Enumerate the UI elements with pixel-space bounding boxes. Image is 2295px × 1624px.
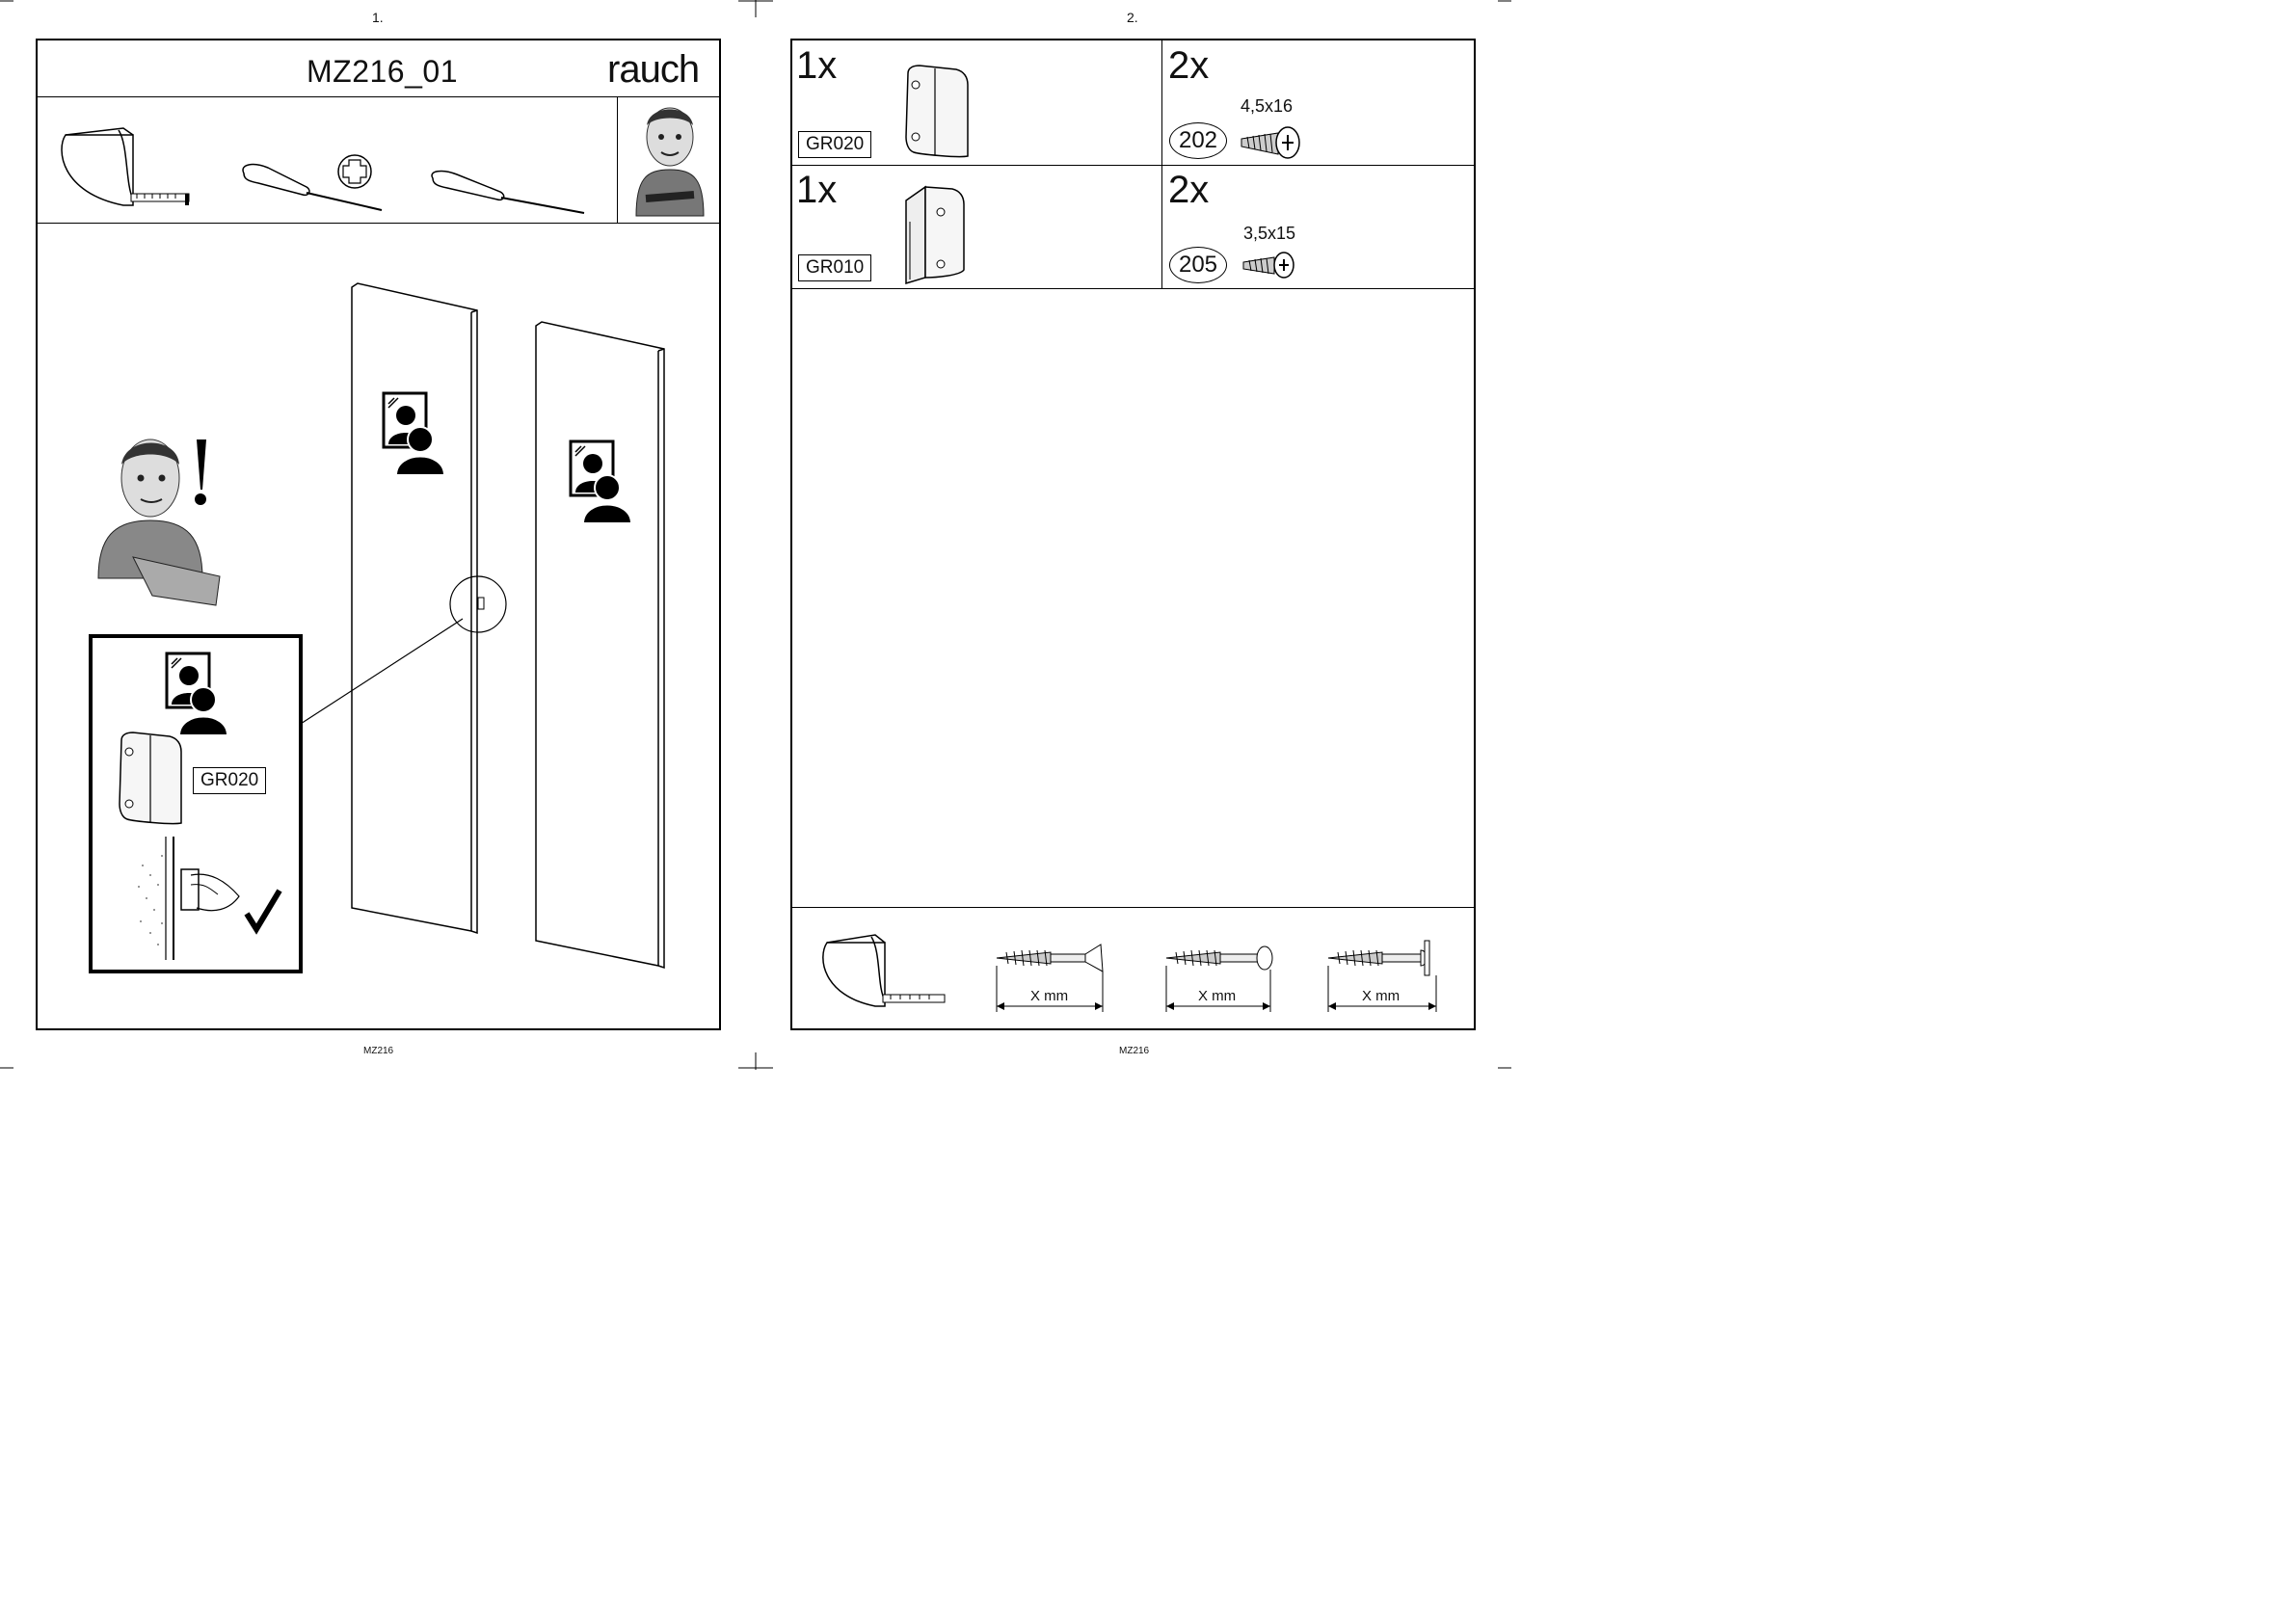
screw-size: 3,5x15: [1243, 224, 1295, 244]
mirror-icon: [381, 390, 448, 477]
header-divider: [36, 96, 721, 97]
document-title: MZ216_01: [307, 54, 458, 90]
gr020-fitting-icon: [900, 66, 977, 162]
parts-column-divider: [1161, 39, 1162, 288]
screw-number: 202: [1169, 122, 1227, 159]
screw-size: 4,5x16: [1241, 96, 1293, 117]
measure-label: X mm: [1198, 988, 1236, 1004]
part-quantity: 1x: [796, 44, 837, 88]
part-code: GR020: [798, 131, 871, 158]
worker-attention-illustration: [94, 432, 258, 625]
measure-divider: [790, 907, 1476, 908]
screw-quantity: 2x: [1168, 44, 1209, 88]
parts-row-divider: [790, 165, 1476, 166]
countersunk-screw-icon: [1240, 125, 1307, 164]
tools-avatar-divider: [617, 96, 618, 223]
tape-measure-icon: [56, 111, 210, 226]
mirror-icon: [568, 439, 635, 525]
worker-avatar: [627, 102, 713, 218]
measure-label: X mm: [1030, 988, 1068, 1004]
fitting-mounted-illustration: [133, 837, 297, 962]
gr010-fitting-icon: [896, 183, 974, 289]
gr020-fitting-icon: [114, 732, 191, 829]
part-quantity: 1x: [796, 169, 837, 212]
screw-number: 205: [1169, 247, 1227, 283]
page2-frame: [790, 39, 1476, 1030]
part-code: GR010: [798, 254, 871, 281]
mirror-icon: [164, 651, 231, 737]
measure-label: X mm: [1362, 988, 1400, 1004]
screw-quantity: 2x: [1168, 169, 1209, 212]
brand-logo: rauch: [607, 48, 699, 92]
countersunk-screw-icon: [1241, 251, 1299, 283]
inset-part-code: GR020: [193, 767, 266, 794]
parts-table-bottom: [790, 288, 1476, 289]
flat-screwdriver-icon: [428, 169, 592, 226]
tape-measure-icon: [817, 923, 972, 1020]
phillips-screwdriver-icon: [239, 154, 393, 222]
detail-callout-line: [287, 607, 480, 742]
